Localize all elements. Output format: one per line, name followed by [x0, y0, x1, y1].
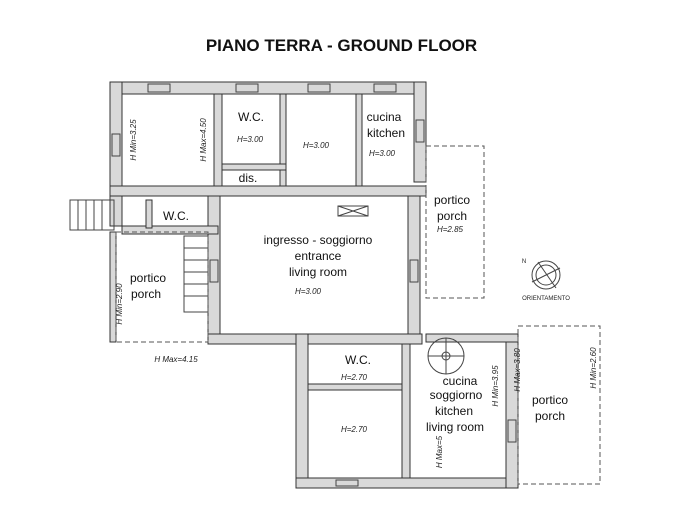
h-min-290: H Min=2.90	[115, 283, 124, 325]
label-wc-small: W.C.	[163, 209, 189, 223]
h-300-wc: H=3.00	[237, 135, 264, 144]
h-min-325: H Min=3.25	[129, 119, 138, 161]
label-wc-lower: W.C.	[345, 353, 371, 367]
h-300-mid: H=3.00	[303, 141, 330, 150]
label-portico-right: portico	[434, 193, 470, 207]
h-max-415: H Max=4.15	[154, 355, 198, 364]
h-max-450: H Max=4.50	[199, 118, 208, 162]
h-270-room: H=2.70	[341, 425, 368, 434]
h-270-wc: H=2.70	[341, 373, 368, 382]
compass-north: N	[522, 259, 526, 265]
porches	[115, 145, 601, 485]
label-kitchen-lower: kitchen	[435, 404, 473, 418]
windows	[111, 83, 517, 487]
label-soggiorno-lower: soggiorno	[430, 388, 483, 402]
label-dis: dis.	[239, 171, 258, 185]
label-living: living room	[289, 265, 347, 279]
plan-title: PIANO TERRA - GROUND FLOOR	[205, 36, 478, 55]
compass: N ORIENTAMENTO	[522, 259, 570, 302]
label-porch-right: porch	[437, 209, 467, 223]
room-labels: W.C. cucina kitchen dis. W.C. portico po…	[130, 110, 568, 434]
label-ingresso: ingresso - soggiorno	[264, 233, 373, 247]
label-entrance: entrance	[295, 249, 342, 263]
label-kitchen-top: kitchen	[367, 126, 405, 140]
h-285: H=2.85	[437, 225, 464, 234]
label-living-lower: living room	[426, 420, 484, 434]
h-300-living: H=3.00	[295, 287, 322, 296]
h-max-5: H Max=5	[435, 435, 444, 468]
label-porch-lower: porch	[535, 409, 565, 423]
h-300-kitchen: H=3.00	[369, 149, 396, 158]
height-labels: H Min=3.25 H Max=4.50 H=3.00 H=3.00 H=3.…	[115, 118, 598, 468]
h-min-260: H Min=2.60	[589, 347, 598, 389]
label-wc-top: W.C.	[238, 110, 264, 124]
h-max-380: H Max=3.80	[513, 348, 522, 392]
h-min-395: H Min=3.95	[491, 365, 500, 407]
label-portico-left: portico	[130, 271, 166, 285]
compass-label: ORIENTAMENTO	[522, 296, 570, 302]
label-cucina-lower: cucina	[443, 374, 478, 388]
spiral-stair	[427, 337, 465, 375]
stairs-left	[69, 199, 209, 313]
walls	[109, 81, 519, 489]
label-portico-lower: portico	[532, 393, 568, 407]
label-cucina-top: cucina	[367, 110, 402, 124]
label-porch-left: porch	[131, 287, 161, 301]
